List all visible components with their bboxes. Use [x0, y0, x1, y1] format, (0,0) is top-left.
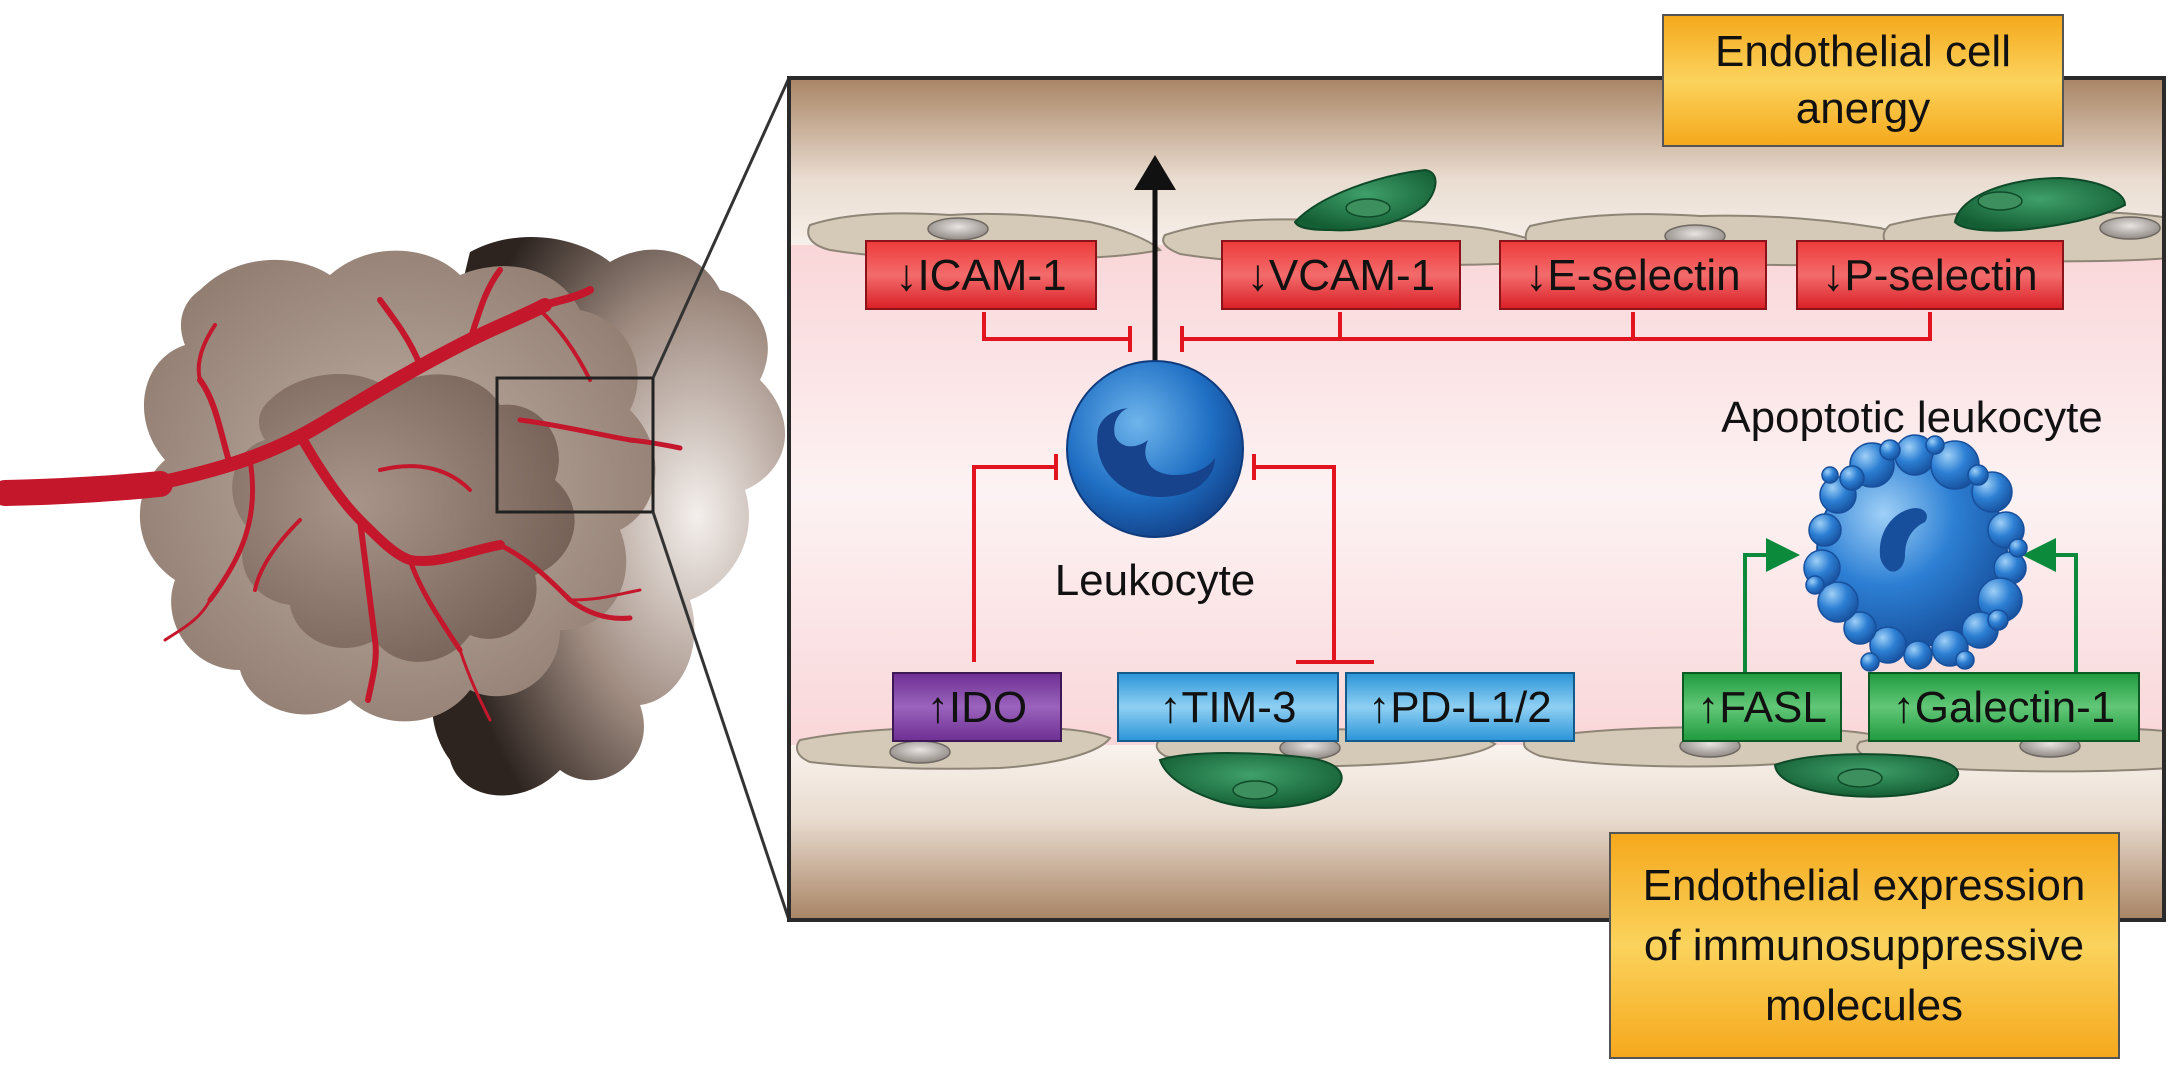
info-box-expression: Endothelial expression of immunosuppress…: [1609, 832, 2120, 1059]
zoom-line-top: [651, 77, 791, 379]
galectin1-label: ↑Galectin-1: [1893, 683, 2116, 732]
icam1-label: ↓ICAM-1: [895, 251, 1066, 300]
vcam1-label: ↓VCAM-1: [1247, 251, 1435, 300]
zoom-indicator: [495, 77, 791, 921]
nucleus: [2099, 216, 2161, 240]
extravasation-arrow: [1134, 155, 1176, 370]
pericyte-nucleus: [1977, 191, 2023, 211]
adhesion-molecule-boxes: ↓ICAM-1 ↓VCAM-1 ↓E-selectin ↓P-selectin: [865, 240, 2064, 310]
eselectin-box: ↓E-selectin: [1499, 240, 1767, 310]
expression-line-2: of immunosuppressive: [1644, 921, 2084, 970]
leukocyte-label: Leukocyte: [1055, 556, 1256, 605]
pdl-inhibition-line: [1254, 465, 1336, 662]
anergy-line-2: anergy: [1796, 84, 1931, 133]
pselectin-label: ↓P-selectin: [1822, 251, 2037, 300]
ido-box: ↑IDO: [892, 672, 1062, 742]
apoptotic-blebs: [1803, 434, 2028, 672]
zoom-line-bottom: [651, 511, 791, 921]
expression-line-3: molecules: [1765, 981, 1963, 1030]
info-box-anergy: Endothelial cell anergy: [1662, 14, 2064, 147]
expression-line-1: Endothelial expression: [1643, 861, 2086, 910]
tim3-box: ↑TIM-3: [1117, 672, 1339, 742]
galectin1-box: ↑Galectin-1: [1868, 672, 2140, 742]
vessel-border: [787, 76, 2166, 922]
pdl12-label: ↑PD-L1/2: [1368, 683, 1551, 732]
pdl12-box: ↑PD-L1/2: [1345, 672, 1575, 742]
immunosuppressive-molecule-boxes: ↑IDO ↑TIM-3 ↑PD-L1/2 ↑FASL ↑Galectin-1: [892, 672, 2140, 742]
fasl-activation-head: [1766, 538, 1800, 572]
inhibition-connectors: [972, 312, 1932, 664]
vcam1-box: ↓VCAM-1: [1221, 240, 1461, 310]
icam1-box: ↓ICAM-1: [865, 240, 1097, 310]
ido-label: ↑IDO: [927, 683, 1027, 732]
tumor-illustration: [0, 236, 786, 796]
pericyte-nucleus: [1232, 780, 1278, 800]
blood-vessels: [0, 267, 683, 722]
nucleus: [889, 740, 951, 764]
galectin-activation-head: [2022, 538, 2056, 572]
galectin-activation-line: [2052, 553, 2078, 672]
fasl-label: ↑FASL: [1697, 683, 1827, 732]
apoptotic-nucleus: [1879, 508, 1927, 572]
tumor-mass-dark: [232, 373, 575, 662]
apoptotic-leukocyte-label: Apoptotic leukocyte: [1721, 393, 2103, 442]
ido-inhibition-line: [972, 465, 1056, 662]
zoom-region-box: [495, 376, 655, 514]
leukocyte: [1066, 360, 1244, 538]
tim3-label: ↑TIM-3: [1160, 683, 1297, 732]
pericyte-nucleus: [1345, 198, 1391, 218]
icam1-inhibition-line: [982, 312, 1130, 341]
nucleus: [927, 217, 989, 241]
apoptotic-leukocyte: [1803, 434, 2028, 672]
leukocyte-nucleus: [1097, 408, 1215, 497]
eselectin-label: ↓E-selectin: [1525, 251, 1740, 300]
pericyte-nucleus: [1837, 768, 1883, 788]
activation-connectors: [1743, 538, 2078, 672]
anergy-line-1: Endothelial cell: [1715, 27, 2011, 76]
fasl-activation-line: [1743, 553, 1770, 672]
fasl-box: ↑FASL: [1682, 672, 1842, 742]
pselectin-box: ↓P-selectin: [1796, 240, 2064, 310]
pericyte: [1953, 176, 2127, 232]
adhesion-inhibition-line: [1182, 312, 1932, 341]
